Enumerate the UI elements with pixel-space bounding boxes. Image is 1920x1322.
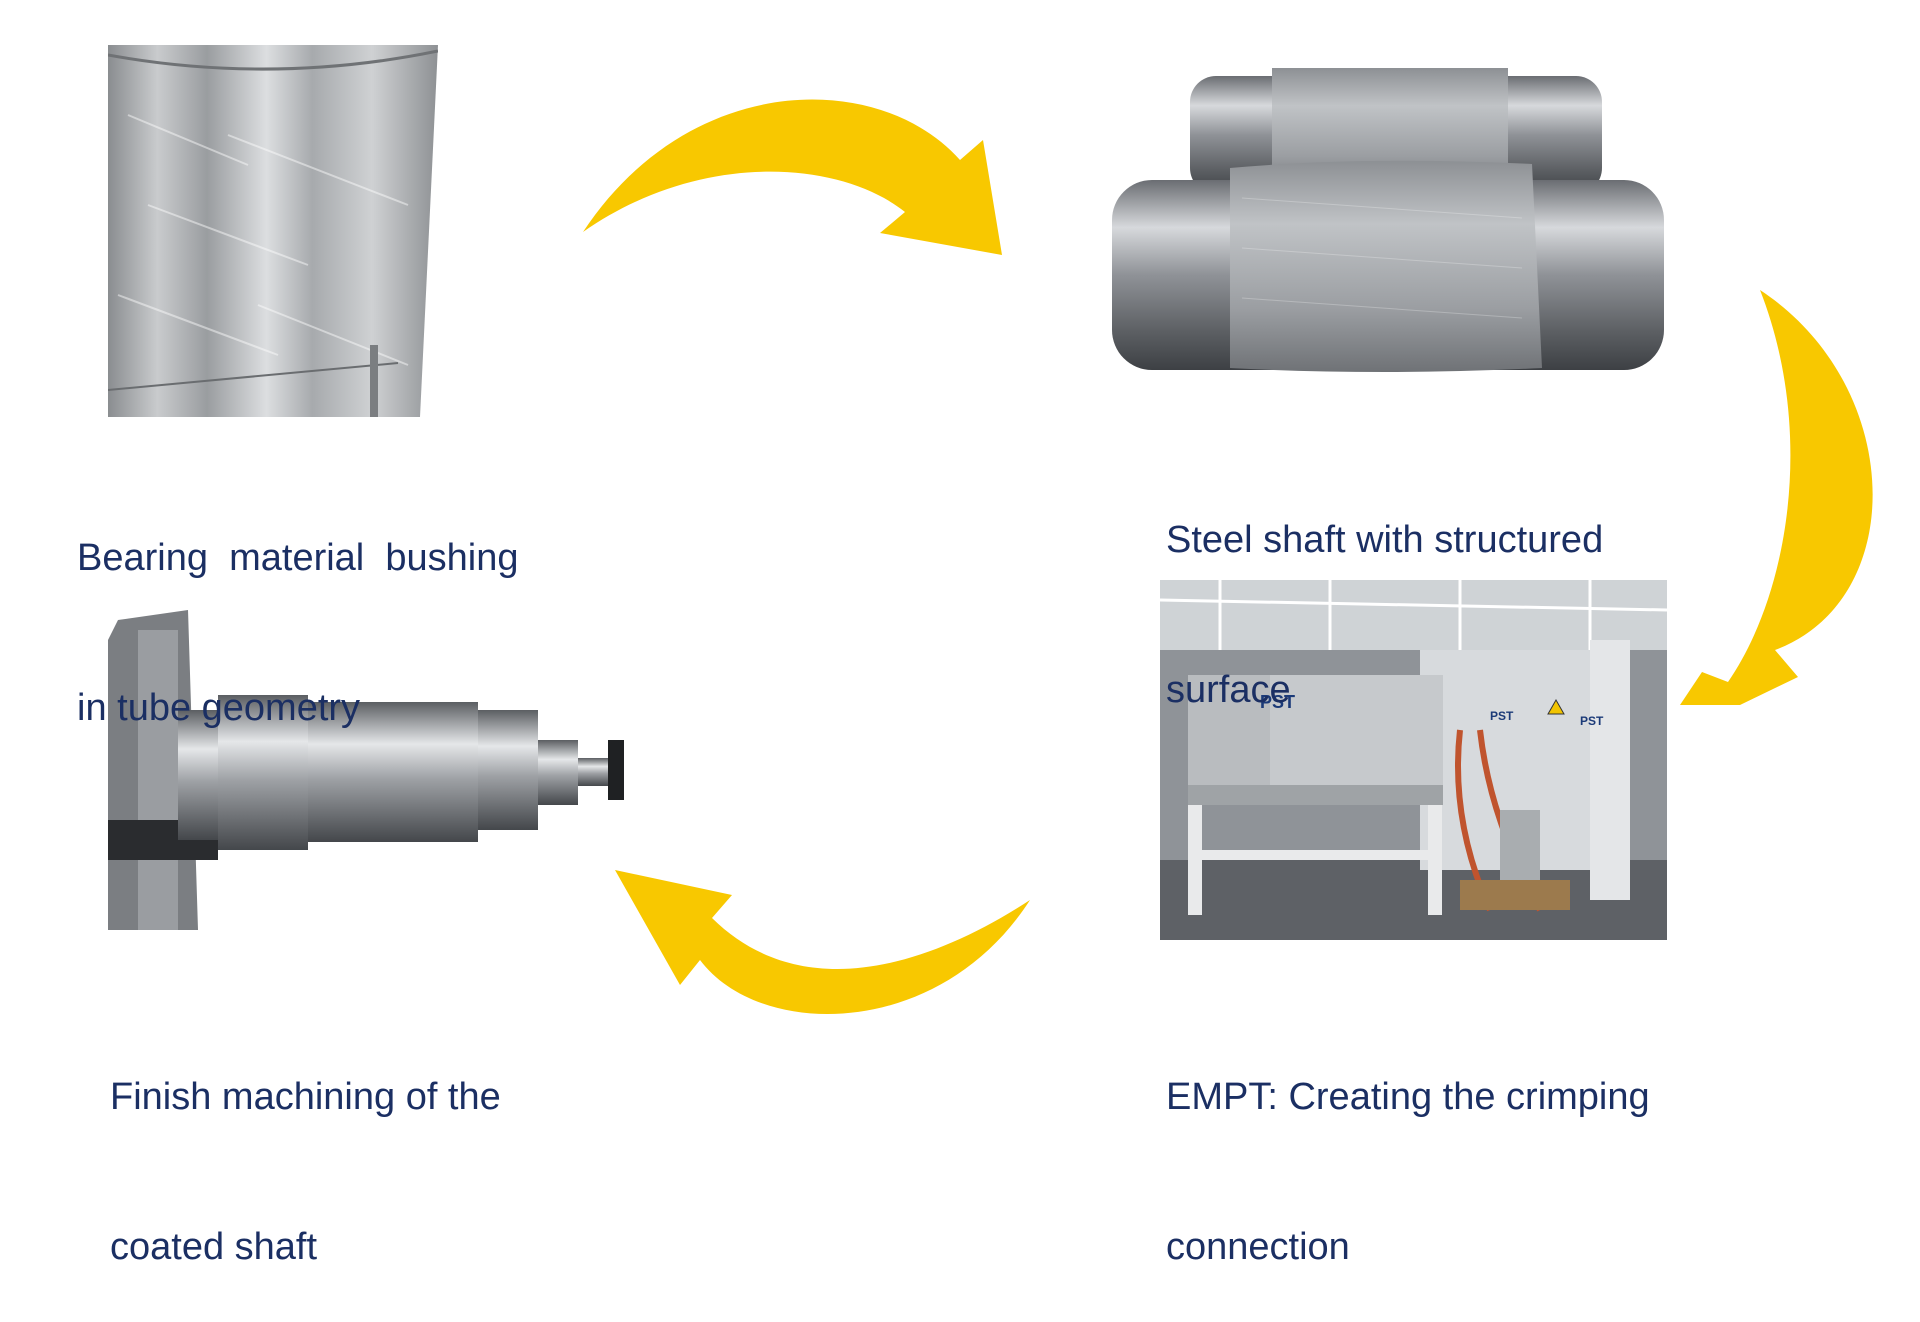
caption-shaft: Steel shaft with structured surface xyxy=(1166,415,1603,765)
arrow-right-icon xyxy=(1680,290,1873,705)
empt-logo-text-3: PST xyxy=(1580,714,1604,728)
caption-shaft-line-1: Steel shaft with structured xyxy=(1166,519,1604,561)
caption-empt-line-2: connection xyxy=(1166,1226,1350,1268)
caption-bushing-line-2: in tube geometry xyxy=(77,687,361,729)
caption-shaft-line-2: surface xyxy=(1166,669,1291,711)
empt-logo-text: PST xyxy=(1260,692,1295,712)
structured-shaft-photo xyxy=(1112,68,1664,376)
empt-logo-text-2: PST xyxy=(1490,709,1514,723)
caption-empt: EMPT: Creating the crimping connection xyxy=(1166,972,1650,1322)
caption-bushing-line-1: Bearing material bushing xyxy=(77,537,519,579)
arrow-bottom-icon xyxy=(615,870,1030,1015)
process-arrows xyxy=(583,99,1873,1015)
caption-finish-line-2: coated shaft xyxy=(110,1226,318,1268)
arrow-top-icon xyxy=(583,99,1002,255)
coated-shaft-photo xyxy=(108,610,624,930)
caption-finish: Finish machining of the coated shaft xyxy=(110,972,501,1322)
bushing-tube-photo xyxy=(108,45,438,417)
empt-machine-photo: PST PST PST xyxy=(1160,580,1667,940)
caption-bushing: Bearing material bushing in tube geometr… xyxy=(77,433,518,783)
